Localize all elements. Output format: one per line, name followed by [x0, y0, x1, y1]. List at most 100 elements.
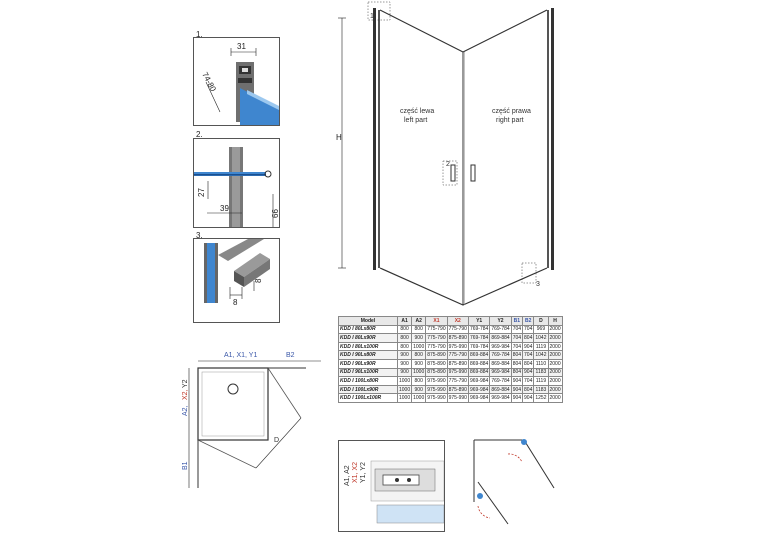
table-header-row: Model A1 A2 X1 X2 Y1 Y2 B1 B2 D H [338, 316, 563, 326]
detail-2-dim-a: 27 [197, 188, 206, 197]
value-cell: 800 [396, 333, 413, 343]
value-cell: 775-790 [446, 376, 469, 386]
side-label-a: A1, A2 [344, 465, 351, 486]
value-cell: 704 [522, 376, 535, 386]
value-cell: 900 [411, 358, 427, 369]
value-cell: 1252 [533, 393, 549, 403]
model-cell: KDD I 90Lx90R [338, 358, 398, 369]
plan-side-b1: B1 [182, 461, 189, 470]
value-cell: 704 [522, 324, 535, 335]
value-cell: 2000 [547, 324, 563, 335]
value-cell: 704 [510, 333, 524, 343]
detail-3-dim-b: 8 [254, 278, 263, 283]
model-cell: KDD I 100Lx90R [338, 384, 398, 395]
value-cell: 1000 [411, 341, 427, 352]
model-cell: KDD I 100Lx100R [338, 393, 398, 403]
value-cell: 775-790 [446, 350, 469, 360]
door-swing-drawing [473, 439, 555, 525]
plan-side-y2: Y2 [182, 379, 189, 388]
value-cell: 875-890 [446, 333, 469, 343]
col-header: H [547, 316, 563, 326]
value-cell: 775-790 [425, 341, 448, 352]
value-cell: 869-884 [467, 367, 491, 378]
detail-3-number: 3. [196, 231, 203, 240]
value-cell: 904 [510, 393, 524, 403]
value-cell: 1000 [411, 393, 427, 403]
col-header: D [533, 316, 549, 326]
value-cell: 1000 [396, 393, 413, 403]
value-cell: 975-990 [446, 393, 469, 403]
ref-marker-1: 1 [370, 13, 374, 20]
col-header: X1 [425, 316, 448, 326]
value-cell: 969-984 [489, 393, 512, 403]
plan-view-drawing: A1, X1, Y1 B2 A2, X2, Y2 B1 D [182, 352, 321, 488]
value-cell: 775-790 [446, 324, 469, 335]
plan-diagonal-label: D [274, 437, 279, 444]
side-label-x: X1, X2 [352, 462, 359, 483]
value-cell: 1042 [533, 350, 549, 360]
value-cell: 704 [522, 350, 535, 360]
value-cell: 769-784 [467, 324, 491, 335]
detail-2-number: 2. [196, 130, 203, 139]
value-cell: 869-884 [489, 384, 512, 395]
detail-2-dim-c: 66 [271, 209, 279, 218]
right-part-label-en: right part [496, 117, 524, 124]
value-cell: 900 [411, 333, 427, 343]
value-cell: 900 [396, 350, 413, 360]
value-cell: 1000 [411, 367, 427, 378]
value-cell: 769-784 [467, 341, 491, 352]
value-cell: 900 [411, 384, 427, 395]
spec-table: Model A1 A2 X1 X2 Y1 Y2 B1 B2 D H KDD I … [338, 316, 563, 403]
value-cell: 800 [411, 324, 427, 335]
detail-2-drawing: 27 39 66 [194, 147, 279, 227]
value-cell: 1000 [396, 376, 413, 386]
value-cell: 875-890 [446, 384, 469, 395]
value-cell: 975-990 [425, 384, 448, 395]
height-label: H [336, 133, 342, 142]
value-cell: 875-890 [425, 350, 448, 360]
value-cell: 1119 [533, 341, 549, 352]
value-cell: 1000 [396, 384, 413, 395]
value-cell: 704 [510, 341, 524, 352]
value-cell: 904 [522, 393, 535, 403]
value-cell: 704 [510, 324, 524, 335]
elevation-drawing: H 1 2 3 część lewa left part część prawa… [336, 1, 554, 306]
value-cell: 900 [396, 367, 413, 378]
side-view-panel: A1, A2 X1, X2 Y1, Y2 [338, 440, 445, 532]
value-cell: 804 [522, 384, 535, 395]
value-cell: 869-884 [489, 333, 512, 343]
value-cell: 2000 [547, 333, 563, 343]
detail-2-dim-b: 39 [220, 204, 229, 213]
value-cell: 1119 [533, 376, 549, 386]
value-cell: 904 [510, 376, 524, 386]
value-cell: 869-884 [467, 358, 491, 369]
value-cell: 869-884 [467, 350, 491, 360]
side-view-drawing: A1, A2 X1, X2 Y1, Y2 [344, 460, 444, 524]
value-cell: 2000 [547, 393, 563, 403]
value-cell: 975-990 [425, 376, 448, 386]
value-cell: 775-790 [425, 324, 448, 335]
value-cell: 2000 [547, 350, 563, 360]
plan-side-a2: A2, [182, 405, 189, 416]
value-cell: 975-990 [425, 393, 448, 403]
value-cell: 2000 [547, 376, 563, 386]
model-cell: KDD I 80Lx100R [338, 341, 398, 352]
value-cell: 875-890 [446, 358, 469, 369]
value-cell: 769-784 [489, 376, 512, 386]
value-cell: 804 [522, 358, 535, 369]
col-header: A1 [396, 316, 413, 326]
value-cell: 904 [522, 341, 535, 352]
left-part-label-pl: część lewa [400, 108, 434, 115]
col-header: Y2 [489, 316, 512, 326]
model-cell: KDD I 100Lx80R [338, 376, 398, 386]
value-cell: 800 [396, 341, 413, 352]
value-cell: 969-984 [467, 393, 491, 403]
value-cell: 875-890 [425, 367, 448, 378]
value-cell: 904 [510, 384, 524, 395]
value-cell: 969-984 [467, 376, 491, 386]
